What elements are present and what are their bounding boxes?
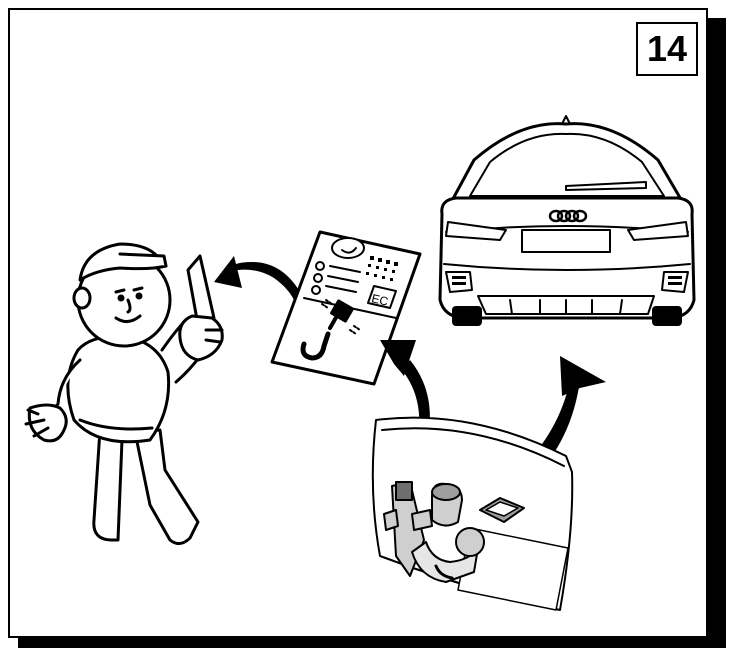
- parts-bag-icon: [373, 418, 572, 610]
- car-rear-view-icon: [440, 116, 694, 326]
- curved-arrow-to-mechanic-icon: [214, 256, 300, 300]
- mechanic-figure-icon: [26, 244, 222, 544]
